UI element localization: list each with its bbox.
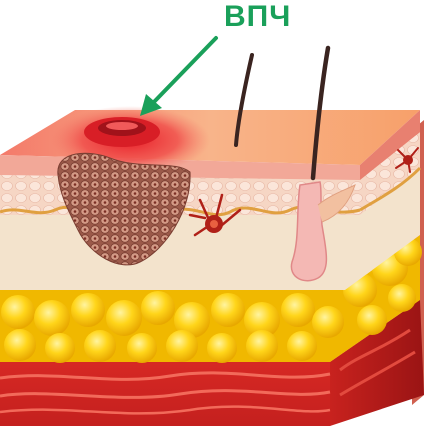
wart-lesion-icon	[50, 106, 210, 266]
nerve-cell-icon-small	[395, 147, 419, 173]
fat-layer	[0, 235, 422, 363]
arrow-icon	[140, 36, 218, 116]
hair-icon	[234, 45, 331, 181]
muscle-layer	[0, 300, 424, 426]
hpv-label: ВПЧ	[224, 0, 292, 33]
hair-follicle-icon	[290, 181, 356, 282]
fat-cells	[1, 238, 422, 363]
nerve-cell-icon	[188, 193, 242, 237]
